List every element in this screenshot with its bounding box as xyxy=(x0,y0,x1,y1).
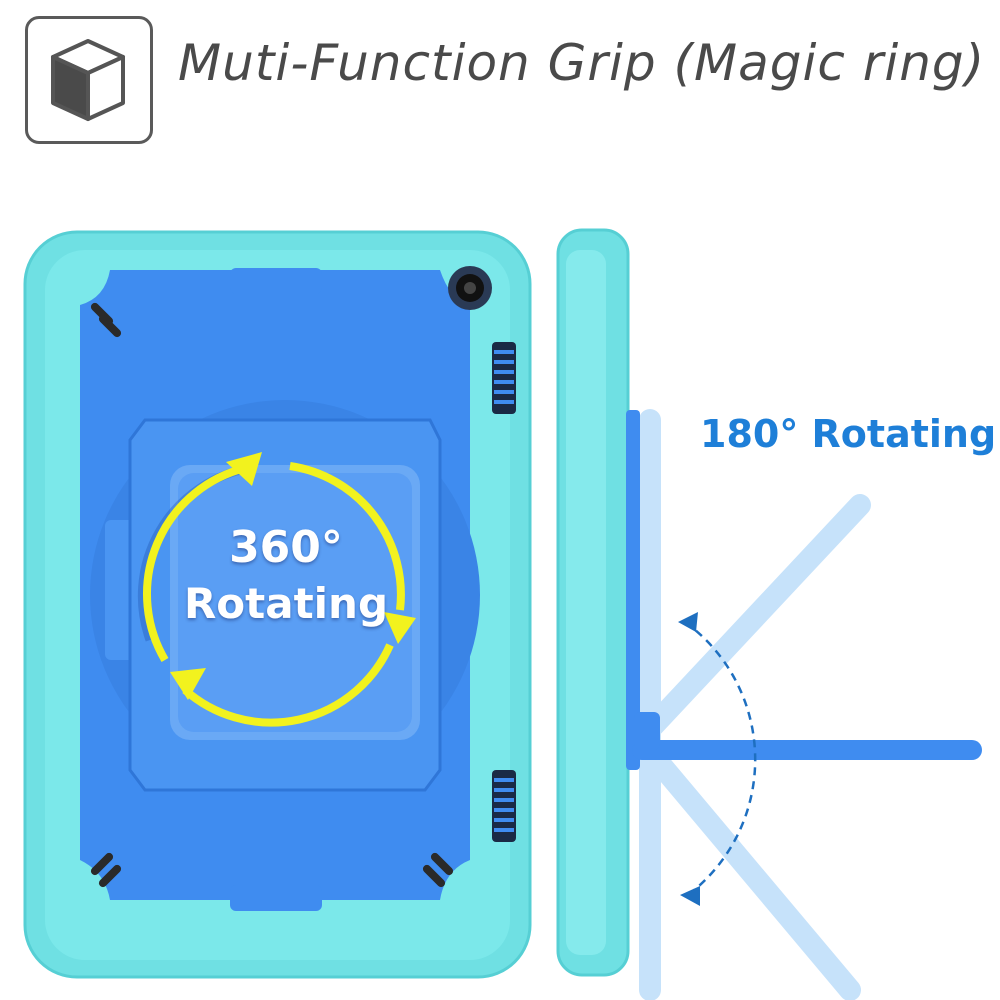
rotation-360-degrees: 360° xyxy=(229,522,343,573)
header-icon-frame xyxy=(25,16,153,144)
stand-position-lower-diagonal xyxy=(629,729,861,1000)
tablet-case-side xyxy=(556,228,982,1000)
tablet-case-front xyxy=(23,230,532,979)
stand-position-upper-diagonal xyxy=(629,494,871,751)
stand-position-horizontal xyxy=(632,740,982,760)
box-3d-icon xyxy=(51,39,125,121)
rotation-360-text: Rotating xyxy=(183,579,389,628)
rotation-180-label: 180° Rotating xyxy=(700,412,997,456)
rotation-360-label: 360° Rotating xyxy=(166,520,406,632)
page-title: Muti-Function Grip (Magic ring) xyxy=(178,34,986,92)
